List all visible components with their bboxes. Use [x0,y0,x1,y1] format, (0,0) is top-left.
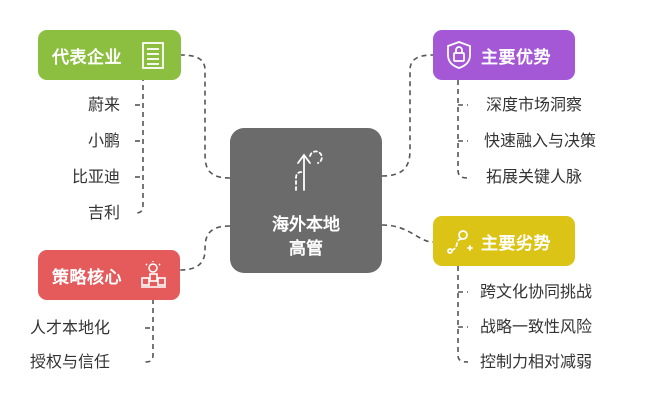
disadvantage-item-2: 战略一致性风险 [480,317,593,336]
path-icon [447,230,473,254]
bracket-advantages [457,80,469,179]
connector-companies [180,54,231,179]
disadvantage-item-1: 跨文化协同挑战 [480,282,593,301]
company-item-1: 蔚来 [88,95,121,114]
branch-disadvantages-label: 主要劣势 [481,233,551,254]
branch-companies: 代表企业 [38,30,181,80]
strategy-item-1: 人才本地化 [30,318,111,337]
connector-advantages [381,54,434,177]
advantage-item-1: 深度市场洞察 [486,95,583,114]
center-title-line1: 海外本地 [272,215,340,235]
bracket-strategy [144,290,154,363]
growth-arrow-icon [295,150,323,191]
lock-icon [447,41,471,69]
branch-advantages: 主要优势 [433,30,575,80]
branch-strategy-label: 策略核心 [52,267,122,288]
disadvantage-item-3: 控制力相对减弱 [480,352,593,371]
building-icon [142,42,164,69]
connector-disadvantages [381,224,434,243]
bulb-cubes-icon [141,261,166,288]
company-item-3: 比亚迪 [72,167,121,186]
branch-advantages-label: 主要优势 [481,47,551,68]
bracket-disadvantages [457,266,469,363]
strategy-item-2: 授权与信任 [30,352,111,371]
connector-strategy [179,225,231,271]
branch-companies-label: 代表企业 [52,47,122,68]
branch-strategy: 策略核心 [38,250,180,300]
advantage-item-2: 快速融入与决策 [484,131,597,150]
center-node: 海外本地 高管 [230,128,382,273]
company-item-4: 吉利 [88,203,121,222]
bracket-companies [134,58,144,214]
center-title-line2: 高管 [289,239,323,259]
advantage-item-3: 拓展关键人脉 [486,167,583,186]
company-item-2: 小鹏 [88,131,121,150]
branch-disadvantages: 主要劣势 [433,216,575,266]
